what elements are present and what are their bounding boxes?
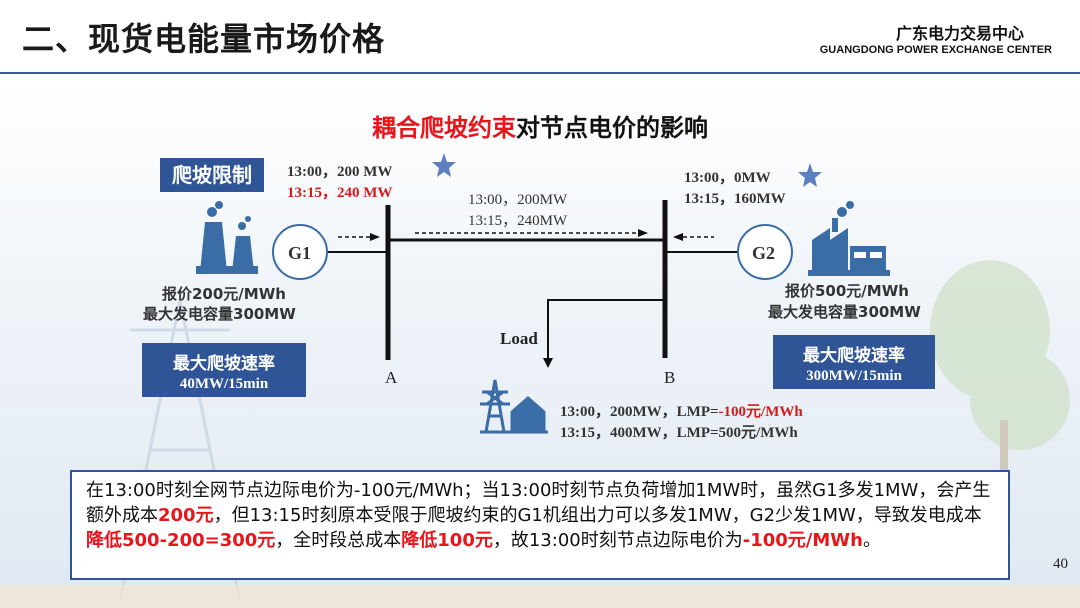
g1-output-1315: 13:15，240 MW — [287, 185, 393, 201]
load-connection — [547, 299, 665, 362]
load-label: Load — [500, 329, 538, 348]
g1-circle — [272, 224, 328, 280]
g1-ramp-title: 最大爬坡速率 — [173, 354, 275, 374]
g1-output-1300: 13:00，200 MW — [287, 164, 393, 180]
diagram-subtitle: 耦合爬坡约束对节点电价的影响 — [0, 108, 1080, 143]
load-1300-lmp: -100元/MWh — [718, 404, 803, 420]
ramp-limit-badge: 爬坡限制 — [160, 158, 264, 192]
star-icon — [432, 153, 456, 177]
subtitle-rest: 对节点电价的影响 — [516, 114, 708, 142]
g2-ramp-title: 最大爬坡速率 — [803, 346, 905, 366]
g2-circle — [737, 224, 793, 280]
bus-a-label: A — [385, 368, 398, 387]
star-icon — [798, 163, 822, 187]
load-info-1315: 13:15，400MW，LMP=500元/MWh — [560, 425, 798, 441]
factory-icon — [808, 201, 890, 276]
subtitle-highlight: 耦合爬坡约束 — [372, 114, 516, 142]
note-part-4: ，故13:00时刻节点边际电价为 — [492, 530, 743, 551]
g1-capacity: 最大发电容量300MW — [143, 305, 296, 323]
g2-ramp-value: 300MW/15min — [806, 368, 902, 384]
page-title: 二、现货电能量市场价格 — [22, 20, 386, 58]
power-plant-icon — [196, 201, 258, 274]
g1-bid: 报价200元/MWh — [162, 285, 286, 303]
g2-output-1300: 13:00，0MW — [684, 170, 771, 186]
explanation-note: 在13:00时刻全网节点边际电价为-100元/MWh；当13:00时刻节点负荷增… — [70, 470, 1010, 580]
header-divider — [0, 72, 1080, 74]
g2-bid: 报价500元/MWh — [785, 282, 909, 300]
note-total-reduction: 降低100元 — [401, 530, 493, 551]
g1-label: G1 — [288, 243, 312, 263]
note-part-1: 在13:00时刻全网节点边际电价为-100元/MWh；当13:00时刻节点负荷增… — [86, 480, 991, 526]
note-cost-reduction: 降低500-200=300元 — [86, 530, 276, 551]
note-part-5: 。 — [862, 530, 881, 551]
brand-name-cn: 广东电力交易中心 — [895, 24, 1024, 43]
g2-capacity: 最大发电容量300MW — [768, 303, 921, 321]
note-lmp: -100元/MWh — [742, 530, 863, 551]
g1-ramp-value: 40MW/15min — [179, 376, 269, 392]
load-1300-prefix: 13:00，200MW，LMP= — [560, 404, 719, 420]
note-part-3: ，全时段总成本 — [275, 530, 402, 551]
line-flow-1300: 13:00，200MW — [468, 192, 568, 208]
g2-output-1315: 13:15，160MW — [684, 191, 786, 207]
substation-icon — [480, 379, 548, 434]
note-part-2: ，但13:15时刻原本受限于爬坡约束的G1机组出力可以多发1MW，G2少发1MW… — [213, 505, 982, 526]
bus-b-label: B — [664, 368, 676, 387]
page-number: 40 — [1053, 556, 1068, 572]
note-extra-cost: 200元 — [158, 505, 214, 526]
g2-label: G2 — [752, 243, 776, 263]
brand-name-en: GUANGDONG POWER EXCHANGE CENTER — [819, 44, 1052, 56]
g2-ramp-badge: 最大爬坡速率 300MW/15min — [773, 335, 935, 389]
load-info-1300: 13:00，200MW，LMP=-100元/MWh — [560, 400, 803, 421]
line-flow-1315: 13:15，240MW — [468, 213, 568, 229]
g1-ramp-badge: 最大爬坡速率 40MW/15min — [142, 343, 306, 397]
